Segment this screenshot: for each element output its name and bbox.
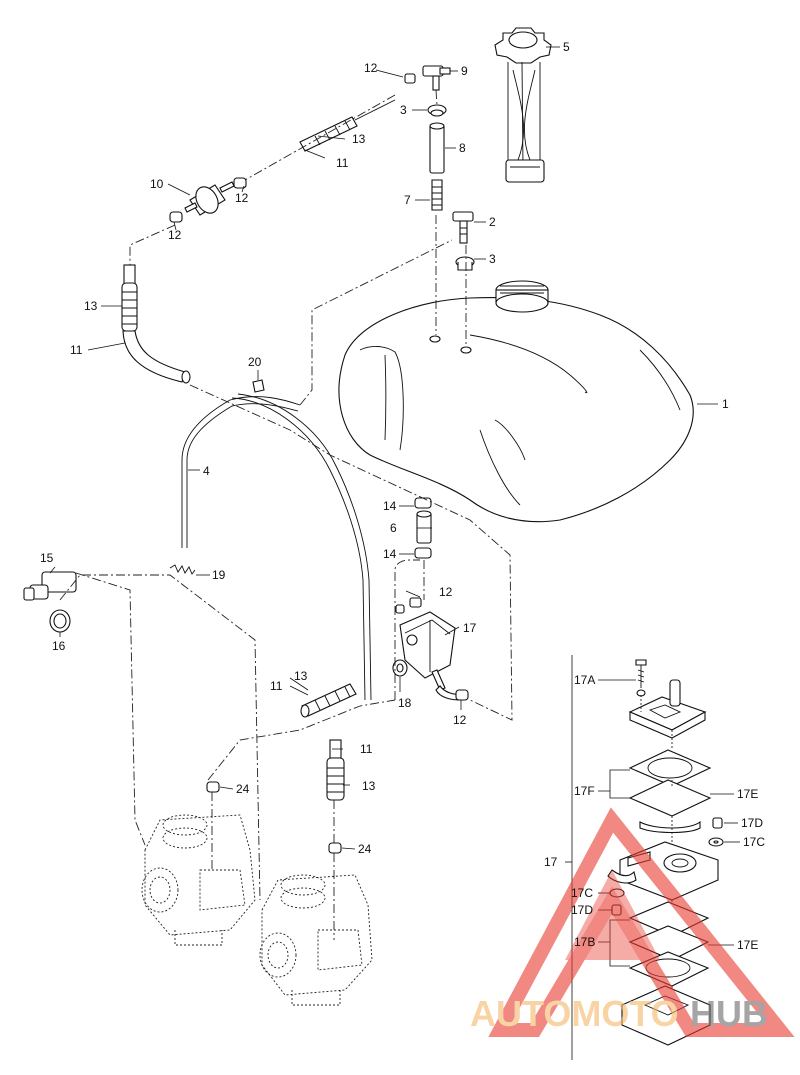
label-13-left: 13 bbox=[84, 299, 98, 313]
label-17-detail: 17 bbox=[544, 855, 558, 869]
washer-18 bbox=[392, 659, 408, 677]
fuel-hose-left bbox=[121, 264, 191, 384]
label-9: 9 bbox=[461, 64, 468, 78]
label-1: 1 bbox=[722, 397, 729, 411]
spring-19 bbox=[169, 564, 196, 575]
grommet-3-mid bbox=[455, 256, 475, 271]
clamp-12-pump-top bbox=[395, 597, 422, 614]
grommet-3-top bbox=[427, 104, 447, 117]
label-17E-upper: 17E bbox=[737, 787, 758, 801]
fitting-7 bbox=[431, 179, 443, 211]
label-3-top: 3 bbox=[400, 103, 407, 117]
label-14-lower: 14 bbox=[383, 547, 397, 561]
hose-6 bbox=[416, 510, 432, 544]
label-11-top: 11 bbox=[336, 156, 349, 170]
fitting-14-upper bbox=[414, 497, 432, 509]
clamp-12-filter-a bbox=[233, 177, 247, 189]
callout-labels: 1 2 3 3 4 5 6 7 8 9 10 11 11 11 11 12 12… bbox=[40, 40, 765, 952]
label-11-bottom: 11 bbox=[270, 679, 283, 693]
label-11-carb: 11 bbox=[360, 742, 373, 756]
clamp-12-pump-bottom bbox=[455, 689, 469, 701]
vent-fitting-9 bbox=[422, 65, 451, 91]
routing-lines bbox=[59, 89, 513, 940]
clamp-12-filter-b bbox=[169, 211, 183, 223]
fuel-level-sender bbox=[494, 27, 552, 183]
fuel-line-long bbox=[231, 393, 372, 701]
label-6: 6 bbox=[390, 521, 397, 535]
watermark-text-right: HUB bbox=[690, 993, 768, 1034]
label-10: 10 bbox=[150, 177, 164, 191]
label-17D-left: 17D bbox=[571, 903, 593, 917]
label-7: 7 bbox=[404, 193, 411, 207]
vent-tube-4 bbox=[181, 396, 301, 548]
label-16: 16 bbox=[52, 639, 66, 653]
label-12-pump-bottom: 12 bbox=[453, 713, 467, 727]
fuel-filter bbox=[184, 181, 235, 216]
label-17-pump: 17 bbox=[463, 621, 477, 635]
label-5: 5 bbox=[563, 40, 570, 54]
label-24-left: 24 bbox=[236, 782, 250, 796]
label-18: 18 bbox=[398, 696, 412, 710]
watermark-triangle bbox=[488, 807, 795, 1037]
clamp-12-top bbox=[404, 73, 416, 84]
label-13-carb: 13 bbox=[362, 779, 376, 793]
label-13-bottom: 13 bbox=[294, 669, 308, 683]
watermark-text-left: AUTOMOTO bbox=[470, 993, 679, 1034]
label-11-left: 11 bbox=[70, 343, 83, 357]
elbow-fitting-2 bbox=[452, 211, 474, 244]
clamp-24-right bbox=[328, 842, 342, 854]
label-17C-right: 17C bbox=[743, 835, 765, 849]
label-14-upper: 14 bbox=[383, 499, 397, 513]
label-17A: 17A bbox=[574, 673, 595, 687]
leader-lines bbox=[49, 46, 740, 967]
watermark-logo: AUTOMOTO HUB bbox=[470, 807, 795, 1037]
label-17F: 17F bbox=[574, 784, 595, 798]
clamp-24-left bbox=[206, 781, 220, 793]
spacer-tube-8 bbox=[429, 122, 445, 174]
fuel-hose-bottom bbox=[300, 683, 357, 718]
label-12-filter-left: 12 bbox=[168, 228, 182, 242]
label-12-pump: 12 bbox=[439, 585, 453, 599]
label-13-top: 13 bbox=[352, 132, 366, 146]
label-17D-right: 17D bbox=[741, 816, 763, 830]
primer-valve bbox=[23, 571, 77, 601]
label-4: 4 bbox=[203, 464, 210, 478]
carburetor-right bbox=[259, 874, 373, 1006]
label-20: 20 bbox=[248, 355, 262, 369]
label-2: 2 bbox=[489, 215, 496, 229]
label-12-filter-right: 12 bbox=[235, 191, 249, 205]
label-8: 8 bbox=[459, 141, 466, 155]
seal-ring-16 bbox=[49, 609, 71, 633]
vent-hose-top bbox=[299, 99, 396, 152]
carburetor-left bbox=[141, 814, 256, 946]
label-17B: 17B bbox=[574, 935, 595, 949]
fuel-tank bbox=[338, 280, 694, 523]
label-17C-left: 17C bbox=[571, 886, 593, 900]
label-19: 19 bbox=[212, 568, 226, 582]
label-12-top: 12 bbox=[364, 61, 378, 75]
fitting-20 bbox=[252, 379, 265, 393]
label-24-right: 24 bbox=[358, 842, 372, 856]
label-15: 15 bbox=[40, 551, 54, 565]
fuel-pump bbox=[399, 611, 461, 701]
label-3-mid: 3 bbox=[489, 252, 496, 266]
fitting-14-lower bbox=[414, 547, 432, 559]
label-17E-lower: 17E bbox=[737, 938, 758, 952]
